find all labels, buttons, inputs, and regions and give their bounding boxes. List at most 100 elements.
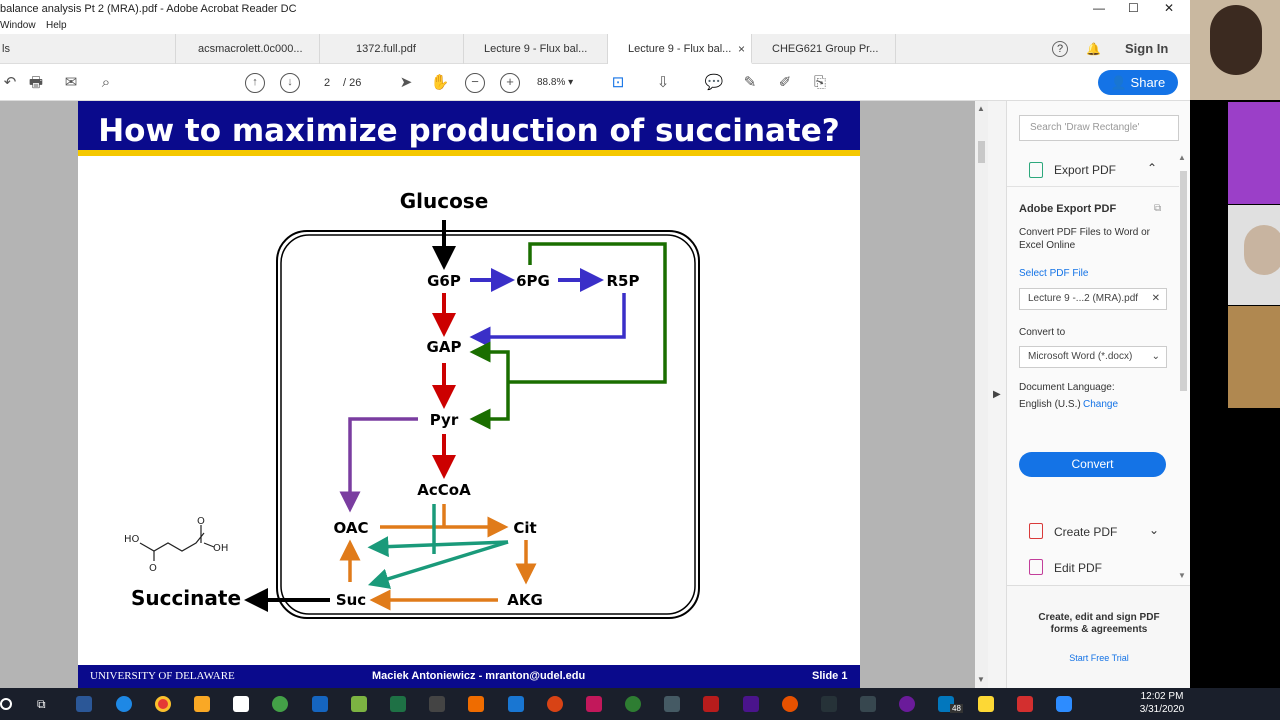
- app-icon-gray[interactable]: [664, 696, 680, 712]
- convert-button[interactable]: Convert: [1019, 452, 1166, 477]
- share-label: Share: [1130, 75, 1166, 90]
- tab-doc-3[interactable]: Lecture 9 - Flux bal...: [464, 34, 608, 64]
- select-cursor-icon[interactable]: ➤: [399, 74, 413, 91]
- chrome-icon[interactable]: [155, 696, 171, 712]
- app-icon-orange[interactable]: [468, 696, 484, 712]
- edit-pdf-item[interactable]: Edit PDF: [1007, 549, 1179, 585]
- select-pdf-file-link[interactable]: Select PDF File: [1019, 268, 1089, 279]
- acrobat-icon[interactable]: [1017, 696, 1033, 712]
- participant-tile-4: [1228, 306, 1280, 408]
- participant-tile-2: [1228, 102, 1280, 204]
- system-clock[interactable]: 12:02 PM 3/31/2020: [1132, 690, 1192, 716]
- app-icon-slate[interactable]: [821, 696, 837, 712]
- tab-label: acsmacrolett.0c000...: [198, 43, 303, 55]
- back-icon[interactable]: ↶: [3, 74, 17, 91]
- task-view-icon[interactable]: ⧉: [37, 697, 46, 711]
- chevron-up-icon[interactable]: ⌃: [1147, 161, 1158, 175]
- molecule-ho: HO: [124, 534, 140, 545]
- hand-tool-icon[interactable]: ✋: [430, 74, 450, 91]
- slide-title: How to maximize production of succinate?: [98, 113, 840, 149]
- tab-doc-4-active[interactable]: Lecture 9 - Flux bal... ×: [608, 34, 752, 64]
- help-icon[interactable]: ?: [1052, 41, 1068, 57]
- hydroxyl-bond: [203, 542, 215, 548]
- print-icon[interactable]: 🖶: [28, 74, 44, 91]
- selected-file-field[interactable]: Lecture 9 -...2 (MRA).pdf ✕: [1019, 288, 1167, 310]
- word-icon[interactable]: [76, 696, 92, 712]
- document-language-label: Document Language:: [1019, 382, 1115, 393]
- app-icon-blue[interactable]: [508, 696, 524, 712]
- app-icon-red[interactable]: [703, 696, 719, 712]
- search-icon[interactable]: ⌕: [101, 74, 111, 91]
- scrollbar-thumb[interactable]: [978, 141, 985, 163]
- menu-help[interactable]: Help: [46, 20, 67, 31]
- export-pdf-header[interactable]: Export PDF ⌃: [1007, 153, 1179, 187]
- node-accoa: AcCoA: [417, 481, 471, 499]
- app-icon-amber[interactable]: [782, 696, 798, 712]
- slack-icon[interactable]: [743, 696, 759, 712]
- email-icon[interactable]: ✉: [64, 74, 78, 91]
- slide-footer: UNIVERSITY OF DELAWARE Maciek Antoniewic…: [78, 665, 860, 688]
- tool-search-input[interactable]: Search 'Draw Rectangle': [1019, 115, 1179, 141]
- minimize-button[interactable]: —: [1093, 1, 1105, 15]
- promo-box: Create, edit and sign PDF forms & agreem…: [1007, 585, 1191, 688]
- store-icon[interactable]: [233, 696, 249, 712]
- zoom-select[interactable]: 88.8% ▾: [537, 77, 574, 88]
- next-page-icon[interactable]: ↓: [280, 73, 300, 93]
- app-icon-magenta[interactable]: [586, 696, 602, 712]
- file-explorer-icon[interactable]: [194, 696, 210, 712]
- change-language-link[interactable]: Change: [1083, 399, 1119, 410]
- panel-scroll-up-icon[interactable]: ▲: [1178, 153, 1186, 162]
- github-icon[interactable]: [899, 696, 915, 712]
- bell-icon[interactable]: 🔔: [1086, 42, 1101, 56]
- start-free-trial-link[interactable]: Start Free Trial: [1069, 653, 1129, 663]
- panel-scrollbar-thumb[interactable]: [1180, 171, 1187, 391]
- node-pyr: Pyr: [430, 411, 459, 429]
- fit-page-icon[interactable]: ⊡: [611, 74, 625, 91]
- format-select[interactable]: Microsoft Word (*.docx) ⌄: [1019, 346, 1167, 368]
- fill-sign-icon[interactable]: ⎘: [813, 74, 826, 91]
- tab-doc-2[interactable]: 1372.full.pdf: [320, 34, 464, 64]
- dropbox-icon[interactable]: [312, 696, 328, 712]
- panel-scroll-down-icon[interactable]: ▼: [1178, 571, 1186, 580]
- sign-in-link[interactable]: Sign In: [1125, 41, 1169, 56]
- copy-icon[interactable]: ⧉: [1154, 203, 1162, 214]
- zoom-out-icon[interactable]: −: [465, 73, 485, 93]
- close-window-button[interactable]: ✕: [1164, 1, 1175, 15]
- scroll-down-icon[interactable]: ▼: [977, 675, 985, 684]
- search-icon[interactable]: [0, 698, 12, 710]
- tab-close-button[interactable]: ×: [737, 42, 745, 56]
- excel-icon[interactable]: [390, 696, 406, 712]
- sticky-notes-icon[interactable]: [978, 696, 994, 712]
- powerpoint-icon[interactable]: [547, 696, 563, 712]
- zoom-in-icon[interactable]: +: [500, 73, 520, 93]
- app-icon-green[interactable]: [272, 696, 288, 712]
- app-icon-steel[interactable]: [860, 696, 876, 712]
- draw-icon[interactable]: ✐: [778, 74, 792, 91]
- scroll-mode-icon[interactable]: ⇩: [656, 74, 670, 91]
- expand-panel-icon[interactable]: ▶: [993, 389, 1001, 400]
- scroll-up-icon[interactable]: ▲: [977, 104, 985, 113]
- remove-file-icon[interactable]: ✕: [1151, 293, 1160, 304]
- create-pdf-item[interactable]: Create PDF ⌄: [1007, 513, 1179, 549]
- tab-label: Lecture 9 - Flux bal...: [628, 43, 732, 55]
- ed-to-pyr-arrow: [469, 382, 510, 430]
- tab-label: Lecture 9 - Flux bal...: [484, 43, 588, 55]
- app-icon-lime[interactable]: [351, 696, 367, 712]
- tab-doc-5[interactable]: CHEG621 Group Pr...: [752, 34, 896, 64]
- previous-page-icon[interactable]: ↑: [245, 73, 265, 93]
- panel-collapse-strip[interactable]: ▶: [988, 101, 1006, 688]
- edge-icon[interactable]: [116, 696, 132, 712]
- maximize-button[interactable]: ☐: [1128, 1, 1139, 15]
- tab-doc-1[interactable]: acsmacrolett.0c000...: [176, 34, 320, 64]
- menu-window[interactable]: Window: [0, 20, 36, 31]
- comment-icon[interactable]: 💬: [704, 74, 724, 91]
- terminal-icon[interactable]: [429, 696, 445, 712]
- tab-tools[interactable]: ls: [0, 34, 176, 64]
- highlight-pen-icon[interactable]: ✎: [743, 74, 757, 91]
- page-number-input[interactable]: 2: [323, 77, 331, 89]
- zoom-icon[interactable]: [1056, 696, 1072, 712]
- app-icon-dark-green[interactable]: [625, 696, 641, 712]
- molecule-o2: O: [197, 516, 205, 527]
- share-button[interactable]: 👤 Share: [1098, 70, 1178, 95]
- document-scrollbar[interactable]: ▲ ▼: [975, 101, 988, 688]
